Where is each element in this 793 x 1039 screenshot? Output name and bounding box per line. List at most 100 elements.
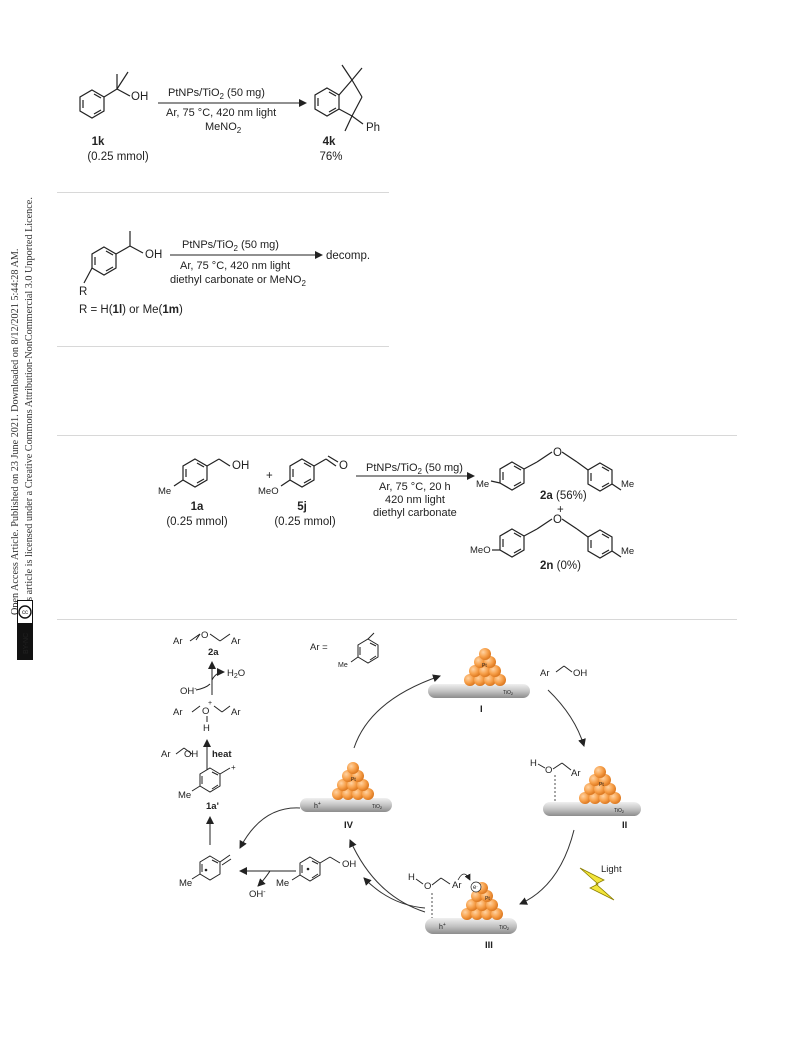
oh-label: OH	[573, 668, 587, 679]
reagent-label: PtNPs/TiO2 (50 mg)	[182, 239, 279, 253]
me-label: Me	[621, 479, 634, 490]
state-label: III	[485, 940, 493, 951]
compound-label: 5j	[297, 501, 307, 513]
plus-sign: +	[266, 470, 273, 482]
scheme-3: OH Me 1a (0.25 mmol) + O MeO 5j (0.25 mm…	[158, 447, 634, 572]
oh-label: OH	[342, 859, 356, 870]
catalyst-state-3: Pt e- h+ TiO2 III H O Ar	[408, 872, 517, 951]
ether-2a-structure	[490, 451, 622, 492]
hydroxide-label: OH-	[180, 686, 197, 697]
tio2-label: TiO2	[503, 690, 514, 696]
o-label: O	[553, 514, 562, 526]
indane-structure	[314, 64, 364, 132]
reagent-label: PtNPs/TiO2 (50 mg)	[168, 87, 265, 101]
pt-nanoparticle-cluster	[461, 882, 503, 920]
cc-license-icon: cc BY-NC	[17, 600, 33, 660]
h-label: H	[530, 758, 537, 769]
solvent-label: MeNO2	[205, 121, 242, 135]
mechanism: Ar O Ar 2a H2O OH- Ar O + Ar H Ar OH hea…	[161, 630, 641, 951]
condition-label: Ar, 75 °C, 420 nm light	[166, 107, 276, 119]
heat-label: heat	[212, 749, 232, 760]
separator	[57, 192, 389, 193]
o-label: O	[424, 881, 431, 892]
ar-label: Ar	[161, 749, 171, 760]
separator	[57, 619, 737, 620]
electron-label: e-	[473, 883, 478, 891]
benzene-ring	[79, 71, 131, 119]
product-label: 2n (0%)	[540, 560, 581, 572]
svg-text:cc: cc	[22, 610, 28, 616]
ar-label: Ar	[231, 636, 241, 647]
separator	[57, 435, 737, 436]
amount-label: (0.25 mmol)	[166, 516, 228, 528]
separator	[57, 346, 389, 347]
scheme-1: OH PtNPs/TiO2 (50 mg) Ar, 75 °C, 420 nm …	[79, 64, 380, 163]
water-label: H2O	[227, 668, 245, 680]
h-label: H	[203, 723, 210, 734]
solvent-label: diethyl carbonate	[373, 507, 457, 519]
ar-label: Ar	[540, 668, 550, 679]
o-label: O	[339, 460, 348, 472]
plus-sign: +	[557, 504, 564, 516]
o-label: O	[202, 706, 209, 717]
h-label: H	[408, 872, 415, 883]
aryl-ethanol-structure	[83, 231, 144, 284]
r-label: R	[79, 286, 87, 298]
compound-label: 1a	[191, 501, 204, 513]
pt-nanoparticle-cluster	[332, 762, 374, 800]
light-label: Light	[601, 864, 622, 875]
solvent-label: diethyl carbonate or MeNO2	[170, 274, 306, 288]
catalyst-state-4: Pt h+ TiO2 IV	[300, 762, 392, 831]
state-label: IV	[344, 820, 354, 831]
light-bolt-icon	[579, 867, 615, 901]
o-label: O	[201, 630, 208, 641]
oh-label: OH	[131, 91, 148, 103]
compound-label: 1k	[92, 136, 105, 148]
light-condition: 420 nm light	[385, 494, 445, 506]
quinone-methide-structure	[191, 854, 232, 881]
me-label: Me	[158, 486, 171, 497]
amount-label: (0.25 mmol)	[274, 516, 336, 528]
methylbenzyl-alcohol-structure	[173, 458, 231, 488]
ar-label: Ar	[231, 707, 241, 718]
pt-label: Pt	[482, 663, 487, 669]
ar-label: Ar	[173, 636, 183, 647]
ar-label: Ar	[452, 880, 462, 891]
plus-sign: +	[208, 700, 212, 707]
pt-label: Pt	[351, 777, 356, 783]
oh-label: OH	[232, 460, 249, 472]
benzyl-cation-structure	[191, 767, 231, 793]
ar-label: Ar	[173, 707, 183, 718]
product-label: 2a (56%)	[540, 490, 587, 502]
me-label: Me	[179, 878, 192, 889]
oh-label: OH	[184, 749, 198, 760]
product-label: 2a	[208, 647, 219, 658]
cc-badge-text: BY-NC	[23, 633, 30, 654]
condition-label: Ar, 75 °C, 420 nm light	[180, 260, 290, 272]
state-label: II	[622, 820, 627, 831]
me-label: Me	[178, 790, 191, 801]
ar-label: Ar	[571, 768, 581, 779]
scheme-2: OH R PtNPs/TiO2 (50 mg) Ar, 75 °C, 420 n…	[79, 231, 370, 316]
o-label: O	[545, 765, 552, 776]
pt-nanoparticle-cluster	[464, 648, 506, 686]
pt-label: Pt	[599, 782, 604, 788]
state-label: I	[480, 704, 483, 715]
pt-nanoparticle-cluster	[579, 766, 621, 804]
benzyl-radical-structure	[291, 856, 341, 882]
result-label: decomp.	[326, 250, 370, 262]
meo-label: MeO	[470, 545, 491, 556]
pt-label: Pt	[485, 896, 490, 902]
ether-2n-structure	[492, 518, 622, 559]
plus-sign: +	[231, 763, 236, 772]
compound-label: 4k	[323, 136, 336, 148]
tolyl-structure	[350, 632, 379, 664]
condition-label: Ar, 75 °C, 20 h	[379, 481, 451, 493]
r-definition: R = H(1l) or Me(1m)	[79, 304, 183, 316]
meo-label: MeO	[258, 486, 279, 497]
tio2-label: TiO2	[614, 808, 625, 814]
me-label: Me	[276, 878, 289, 889]
yield-label: 76%	[319, 151, 342, 163]
me-label: Me	[338, 662, 348, 669]
